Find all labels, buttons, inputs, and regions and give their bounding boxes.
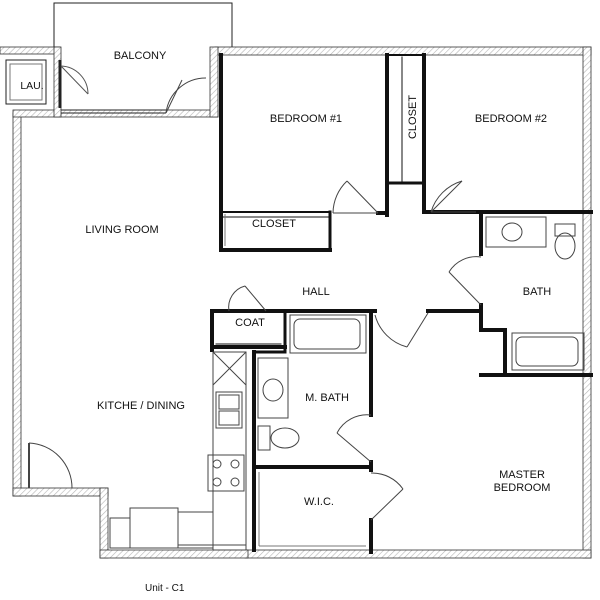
master-bath-fixtures (257, 314, 367, 451)
master-bath-vanity (257, 357, 289, 419)
wall-top-right (214, 46, 592, 56)
bath-tub (511, 332, 585, 371)
label-hall: HALL (302, 286, 330, 298)
label-closet-bedroom-1: CLOSET (252, 218, 296, 230)
wall-balcony-right (209, 46, 219, 118)
kitchen-fridge (129, 507, 179, 549)
label-master-bedroom-line2: BEDROOM (494, 482, 551, 494)
interior-walls (210, 53, 593, 554)
wall-bottom-right (244, 549, 592, 559)
unit-label: Unit - C1 (145, 583, 185, 594)
label-bath: BATH (523, 286, 552, 298)
kitchen-counter (212, 351, 247, 551)
master-bath-toilet (270, 427, 300, 449)
label-closet-bedroom-2: CLOSET (407, 95, 419, 139)
label-master-bath: M. BATH (305, 392, 349, 404)
label-balcony: BALCONY (114, 50, 167, 62)
wall-bottom-step (99, 487, 109, 559)
wall-bottom-left (12, 487, 109, 497)
label-bedroom-2: BEDROOM #2 (475, 113, 547, 125)
label-bedroom-1: BEDROOM #1 (270, 113, 342, 125)
doors (28, 77, 482, 521)
bath-toilet (554, 232, 576, 260)
label-living-room: LIVING ROOM (85, 224, 158, 236)
label-master-bedroom-line1: MASTER (499, 469, 545, 481)
wall-bottom-kitchen (99, 549, 249, 559)
room-labels: BALCONY LAU. BEDROOM #1 BEDROOM #2 CLOSE… (20, 50, 551, 508)
bath-fixtures (485, 216, 585, 371)
kitchen-fixtures (109, 351, 247, 551)
laundry-closet (5, 59, 89, 108)
label-kitchen-dining: KITCHE / DINING (97, 400, 185, 412)
bath-vanity (485, 216, 547, 248)
closet-shelves (224, 214, 366, 547)
wall-laundry-top (0, 46, 61, 55)
kitchen-range (207, 454, 245, 492)
label-laundry: LAU. (20, 80, 43, 92)
master-bath-tub (289, 314, 367, 354)
wall-right (582, 46, 592, 559)
wall-left (12, 112, 22, 497)
balcony (53, 2, 233, 114)
label-wic: W.I.C. (304, 496, 334, 508)
kitchen-sink (215, 391, 243, 429)
label-coat: COAT (235, 317, 265, 329)
